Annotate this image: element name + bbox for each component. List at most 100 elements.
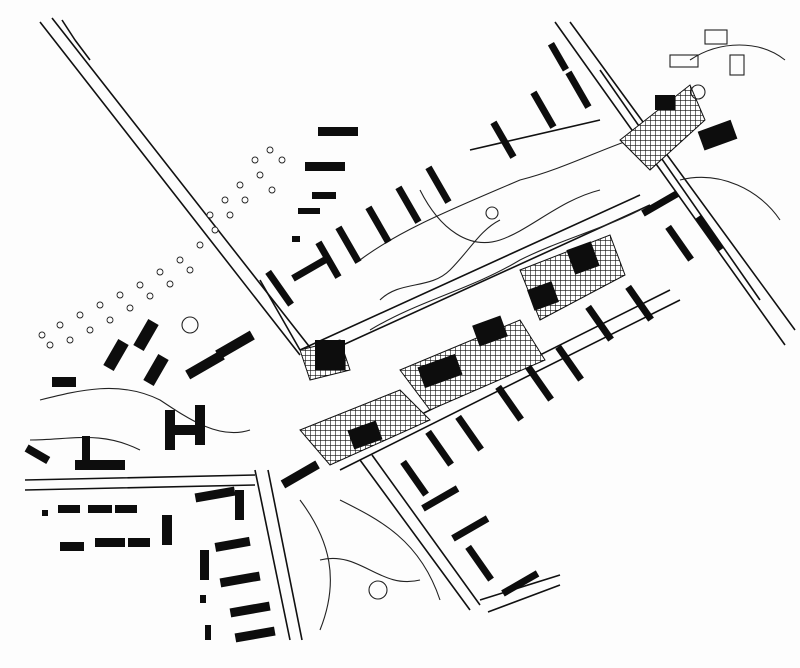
building: [205, 625, 211, 640]
south-west-road: [24, 474, 256, 491]
building: [312, 192, 336, 199]
building: [229, 601, 271, 618]
diagonal-avenue: [39, 17, 313, 356]
building: [24, 444, 51, 464]
tree: [136, 281, 144, 289]
tree: [226, 211, 234, 219]
building: [465, 544, 494, 582]
tree: [126, 304, 134, 312]
building: [292, 236, 300, 242]
east-highway: [554, 21, 796, 346]
building: [417, 353, 463, 389]
building: [395, 185, 422, 224]
building: [335, 225, 362, 264]
building: [530, 90, 557, 129]
building: [88, 505, 112, 513]
building: [425, 429, 454, 467]
tree: [241, 196, 249, 204]
ne-cluster: [669, 29, 745, 100]
building: [625, 284, 654, 322]
building: [501, 570, 540, 597]
park-path: [689, 44, 786, 61]
tree: [221, 196, 229, 204]
outline-block: [704, 29, 728, 45]
building: [451, 515, 490, 542]
building: [298, 208, 320, 214]
building: [52, 377, 76, 387]
tree: [76, 311, 84, 319]
building: [234, 626, 276, 643]
tree: [196, 241, 204, 249]
tree: [266, 146, 274, 154]
building: [162, 515, 172, 545]
tree: [256, 171, 264, 179]
hatched-block: [399, 319, 546, 411]
park-path: [369, 209, 641, 331]
tree: [186, 266, 194, 274]
building: [315, 240, 342, 279]
park-path: [359, 139, 631, 261]
building: [455, 414, 484, 452]
building: [425, 165, 452, 204]
building: [495, 384, 524, 422]
park-path: [319, 557, 421, 583]
outline-block: [669, 54, 699, 68]
building: [194, 486, 236, 503]
amphitheatre: [368, 580, 388, 600]
park-path: [39, 387, 251, 434]
building: [128, 538, 150, 547]
building: [133, 319, 159, 351]
building: [547, 42, 569, 72]
building: [365, 205, 392, 244]
tree: [211, 226, 219, 234]
tree-grove: [38, 146, 286, 349]
building: [697, 119, 738, 151]
building: [347, 420, 383, 450]
building: [95, 538, 125, 547]
tree: [251, 156, 259, 164]
building: [219, 571, 261, 588]
building: [75, 460, 125, 470]
building: [291, 255, 330, 282]
park-path: [419, 189, 601, 244]
building: [525, 364, 554, 402]
building: [280, 460, 320, 489]
tree: [176, 256, 184, 264]
building: [200, 595, 206, 603]
tree: [156, 268, 164, 276]
building: [421, 485, 460, 512]
building: [103, 339, 129, 371]
building: [143, 354, 169, 386]
building: [566, 241, 600, 275]
tree: [46, 341, 54, 349]
pond: [181, 316, 199, 334]
tree: [236, 181, 244, 189]
tree: [106, 316, 114, 324]
diagonal-avenue-inner: [61, 19, 91, 61]
building: [305, 162, 345, 171]
tree: [146, 292, 154, 300]
building: [115, 505, 137, 513]
tree: [166, 280, 174, 288]
tree: [116, 291, 124, 299]
tree: [66, 336, 74, 344]
building: [185, 350, 225, 380]
building: [400, 459, 429, 497]
building: [665, 224, 694, 262]
tree: [38, 331, 46, 339]
park-paths: [29, 44, 786, 631]
building: [214, 536, 251, 552]
east-highway-inner: [599, 69, 761, 301]
tree: [278, 156, 286, 164]
north-edge-road: [259, 119, 601, 351]
south-diagonal: [359, 454, 481, 611]
building: [60, 542, 84, 551]
building: [215, 330, 255, 360]
park-path: [339, 499, 441, 601]
building: [318, 127, 358, 136]
building: [641, 190, 680, 217]
boulevard-north-edge: [299, 194, 651, 361]
south-west-road-2: [254, 469, 303, 641]
park-path: [379, 219, 501, 301]
